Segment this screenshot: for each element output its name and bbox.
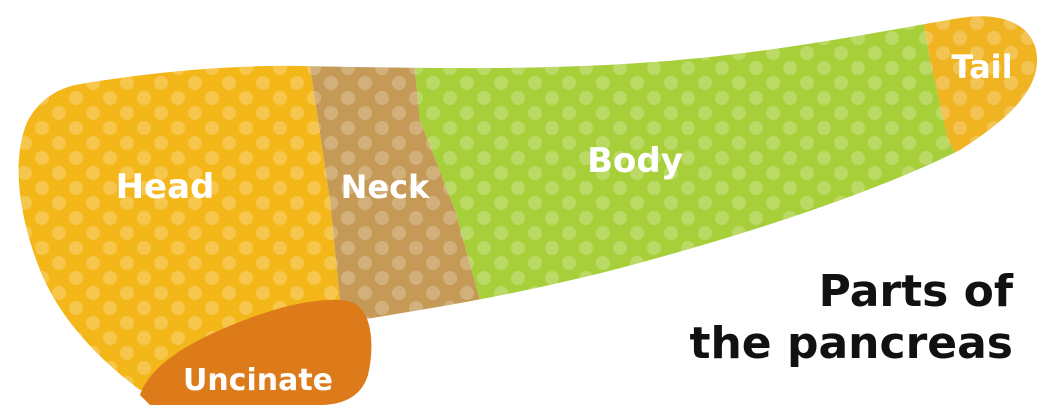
uncinate-label: Uncinate bbox=[183, 363, 333, 398]
head-label: Head bbox=[116, 167, 215, 207]
diagram-caption: Parts of the pancreas bbox=[689, 266, 1013, 370]
caption-line-1: Parts of bbox=[689, 266, 1013, 318]
tail-label: Tail bbox=[951, 48, 1012, 86]
neck-label: Neck bbox=[341, 168, 430, 206]
caption-line-2: the pancreas bbox=[689, 318, 1013, 370]
body-label: Body bbox=[587, 141, 683, 181]
